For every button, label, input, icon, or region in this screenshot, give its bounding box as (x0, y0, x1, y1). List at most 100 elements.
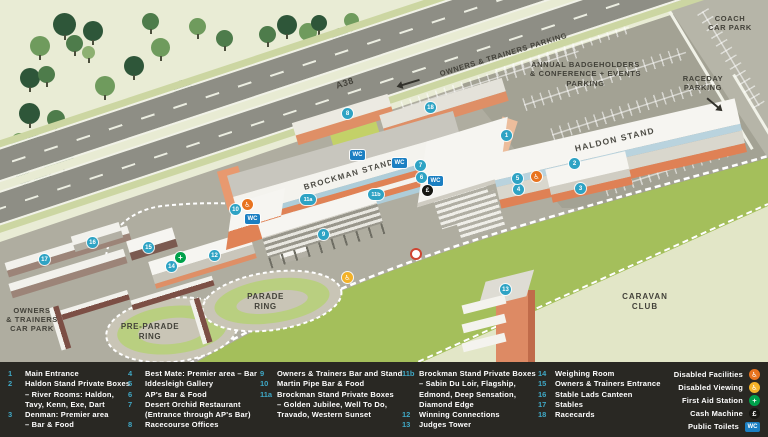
legend-item-text: Judges Tower (419, 420, 472, 430)
legend-item-16: 16 Stable Lads Canteen (538, 390, 661, 400)
legend-item-text: Racecourse Offices (145, 420, 219, 430)
ocp-label-line: OWNERS (13, 306, 51, 315)
legend-item-text: AP's Bar & Food (145, 389, 207, 399)
marker-18-racecards: 18 (425, 102, 436, 113)
legend-item-number: 10 (260, 379, 269, 389)
marker-3-denman: 3 (575, 183, 586, 194)
marker-16-stable-lads-canteen: 16 (87, 237, 98, 248)
tree-icon (83, 21, 103, 45)
wc-icon: WC (350, 150, 365, 160)
legend-item-text: Martin Pipe Bar & Food (277, 379, 365, 389)
legend-item-number: 9 (260, 369, 265, 378)
marker-4-best-mate: 4 (513, 184, 524, 195)
marker-10-martin-pipe: 10 (230, 204, 241, 215)
tree-icon (259, 26, 276, 47)
legend-item-text: Winning Connections (419, 410, 500, 420)
coach-car-park-label: COACH CAR PARK (695, 14, 765, 33)
legend-item-number: 3 (8, 410, 13, 420)
marker-17-stables: 17 (39, 254, 50, 265)
legend-facility-disabled-viewing-icon: Disabled Viewing♿ (674, 381, 760, 394)
pr-label-line: RING (254, 302, 277, 311)
legend-item-text: Haldon Stand Private Boxes– River Rooms:… (25, 379, 131, 409)
legend-item-number: 2 (8, 379, 13, 389)
marker-8-racecourse-offices: 8 (342, 108, 353, 119)
tree-icon (277, 15, 297, 39)
facility-label: Public Toilets (687, 422, 739, 431)
tree-icon (311, 15, 327, 35)
legend-facility-cash-machine-icon: Cash Machine£ (674, 407, 760, 420)
tree-icon (216, 30, 233, 51)
marker-2-haldon-private-boxes: 2 (569, 158, 580, 169)
annual-parking-line: PARKING (566, 78, 605, 88)
legend-item-number: 7 (128, 399, 133, 409)
marker-11a-brockman-boxes: 11a (300, 194, 316, 205)
legend-item-2: 2 Haldon Stand Private Boxes– River Rooms… (8, 379, 130, 410)
tree-icon (124, 56, 144, 80)
marker-12-winning-connections: 12 (209, 250, 220, 261)
legend-item-text: Racecards (555, 410, 595, 420)
tree-icon (151, 38, 170, 61)
legend-item-text: Stable Lads Canteen (555, 389, 633, 399)
tree-icon (20, 68, 40, 92)
tree-icon (53, 13, 76, 40)
marker-13-judges-tower: 13 (500, 284, 511, 295)
raceday-label-line: PARKING (683, 83, 723, 93)
tree-icon (95, 76, 115, 100)
legend-facility-disabled-facilities-icon: Disabled Facilities ♿ (674, 368, 760, 381)
parade-ring-label: PARADE RING (228, 292, 303, 312)
winning-post-icon (410, 248, 422, 260)
annual-parking-label: ANNUAL BADGEHOLDERS & CONFERENCE + EVENT… (508, 60, 663, 88)
facility-label: First Aid Station (681, 396, 743, 405)
ocp-label-line: & TRAINERS (6, 315, 58, 324)
legend-item-text: Main Entrance (25, 369, 79, 378)
map-area: BROCKMAN STAND HALDON STAND (0, 0, 768, 362)
track-rail (189, 154, 768, 362)
legend-item-number: 14 (538, 369, 547, 378)
facility-label: Disabled Viewing (678, 383, 743, 392)
raceday-parking-label: RACEDAY PARKING (668, 74, 738, 93)
legend-item-number: 16 (538, 389, 547, 399)
legend-item-text: Best Mate: Premier area – Bar (145, 369, 258, 378)
wc-icon: WC (428, 176, 443, 186)
caravan-label-line: CLUB (631, 302, 659, 311)
marker-6-aps-bar: 6 (416, 172, 427, 183)
tree-icon (30, 36, 50, 60)
disabled-facilities-icon: ♿ (749, 369, 760, 380)
marker-11b-brockman-boxes: 11b (368, 189, 384, 200)
tree-icon (66, 35, 83, 56)
marker-1-main-entrance: 1 (501, 130, 512, 141)
marker-14-weighing-room: 14 (166, 261, 177, 272)
legend-item-10: 10 Martin Pipe Bar & Food (260, 379, 402, 389)
legend-item-1: 1 Main Entrance (8, 369, 130, 379)
disabled-facilities-icon: ♿ (531, 171, 542, 182)
facility-label: Cash Machine (690, 409, 743, 418)
legend-facility-first-aid-icon: First Aid Station + (674, 394, 760, 407)
legend-item-number: 4 (128, 369, 133, 378)
tree-icon (142, 13, 159, 34)
track-overlay (106, 154, 768, 362)
legend-item-number: 1 (8, 369, 13, 378)
legend-item-number: 17 (538, 399, 547, 409)
first-aid-icon: + (749, 395, 760, 406)
legend-item-number: 11b (402, 369, 415, 378)
tree-icon (82, 46, 95, 63)
pre-parade-ring-label: PRE-PARADE RING (105, 322, 195, 342)
legend-item-text: Iddesleigh Gallery (145, 379, 214, 389)
legend-facilities: Disabled Facilities♿Disabled Viewing♿Fir… (674, 368, 760, 433)
legend-item-number: 11a (260, 389, 273, 399)
legend-item-4: 4 Best Mate: Premier area – Bar (128, 369, 257, 379)
facility-label: Disabled Facilities (673, 370, 743, 379)
